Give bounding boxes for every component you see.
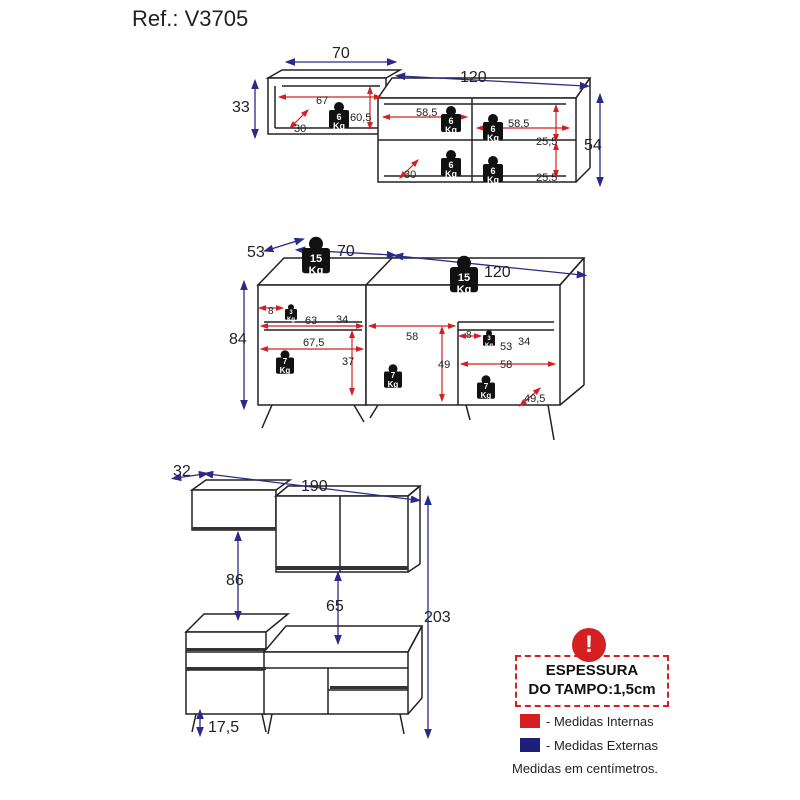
weight-unit: Kg [487, 133, 499, 143]
bottom-unit [184, 479, 424, 715]
reference-code: Ref.: V3705 [132, 6, 249, 31]
weight-value: 6 [490, 166, 495, 176]
notice-line1: ESPESSURA [545, 662, 639, 679]
weight-value: 6 [336, 112, 341, 122]
dim-width-left: 70 [332, 45, 350, 62]
weight-unit: Kg [388, 380, 399, 389]
dim-internal: 30 [404, 169, 416, 181]
weight-unit: Kg [309, 265, 324, 277]
weight-unit: Kg [287, 317, 295, 323]
weight-unit: Kg [445, 169, 457, 179]
top-unit [265, 69, 592, 183]
mid-unit-weight-labels: 15 Kg 15 Kg 3 Kg 3 Kg 7 Kg 7 Kg 7 Kg [280, 253, 494, 400]
dim-internal: 25,5 [536, 136, 557, 148]
dim-gap-right: 65 [326, 598, 344, 615]
bottom-unit-legs [191, 713, 405, 735]
weight-unit: Kg [481, 391, 492, 400]
dim-height-left: 33 [232, 99, 250, 116]
dim-internal: 49 [438, 359, 450, 371]
weight-value: 7 [283, 357, 288, 366]
dim-gap: 86 [226, 572, 244, 589]
dim-internal: 58,5 [508, 118, 529, 130]
mid-unit-labels: 53 70 120 84 8 63 34 67,5 37 58 49 8 53 … [229, 243, 545, 405]
footnote: Medidas em centímetros. [512, 761, 658, 776]
dim-leg: 17,5 [208, 719, 239, 736]
top-unit-weight-labels: 6 Kg 6 Kg 6 Kg 6 Kg 6 Kg [333, 112, 499, 185]
weight-value: 15 [458, 272, 470, 284]
weight-value: 7 [484, 382, 489, 391]
dim-internal: 58 [500, 359, 512, 371]
dim-width: 190 [301, 478, 328, 495]
dim-internal: 34 [336, 314, 348, 326]
top-unit-labels: 70 120 33 54 67 60,5 30 58,5 58,5 25,5 3… [232, 45, 602, 184]
dim-internal: 34 [518, 336, 530, 348]
dim-internal: 25,5 [536, 172, 557, 184]
dim-internal: 67 [316, 95, 328, 107]
legend-label-internal: - Medidas Internas [546, 714, 654, 729]
weight-value: 3 [289, 310, 293, 316]
warning-icon [572, 628, 606, 662]
dim-internal: 8 [268, 306, 274, 317]
dim-width-right: 120 [484, 264, 511, 281]
legend-label-external: - Medidas Externas [546, 738, 658, 753]
dim-internal: 30 [294, 123, 306, 135]
bottom-unit-handles [186, 527, 408, 689]
weight-value: 6 [448, 116, 453, 126]
dim-width-right: 120 [460, 69, 487, 86]
dim-internal: 58,5 [416, 107, 437, 119]
dim-height-right: 54 [584, 137, 602, 154]
dim-depth: 32 [173, 463, 191, 480]
dim-internal: 67,5 [303, 337, 324, 349]
mid-unit-internal-dims [257, 305, 557, 407]
legend-swatch-internal [520, 714, 540, 728]
weight-unit: Kg [485, 343, 493, 349]
dim-internal: 53 [500, 341, 512, 353]
notice-line2: DO TAMPO:1,5cm [528, 681, 656, 698]
dim-height: 84 [229, 331, 247, 348]
weight-unit: Kg [445, 125, 457, 135]
weight-unit: Kg [457, 284, 472, 296]
weight-value: 15 [310, 253, 322, 265]
weight-value: 6 [490, 124, 495, 134]
notice-box: ESPESSURA DO TAMPO:1,5cm [515, 655, 669, 707]
dim-internal: 58 [406, 331, 418, 343]
weight-unit: Kg [280, 366, 291, 375]
weight-value: 6 [448, 160, 453, 170]
weight-unit: Kg [487, 175, 499, 185]
weight-unit: Kg [333, 121, 345, 131]
dim-width-left: 70 [337, 243, 355, 260]
dim-internal: 63 [305, 315, 317, 327]
bottom-unit-labels: 32 190 86 65 203 17,5 [173, 463, 451, 736]
dim-internal: 49,5 [524, 393, 545, 405]
dim-depth: 53 [247, 244, 265, 261]
legend-swatch-external [520, 738, 540, 752]
top-unit-external-dims [251, 58, 604, 188]
weight-value: 3 [487, 336, 491, 342]
dim-internal: 8 [466, 330, 472, 341]
weight-value: 7 [391, 371, 396, 380]
dim-internal: 60,5 [350, 112, 371, 124]
dim-total-height: 203 [424, 609, 451, 626]
bottom-unit-external-dims [170, 470, 432, 740]
dim-internal: 37 [342, 356, 354, 368]
